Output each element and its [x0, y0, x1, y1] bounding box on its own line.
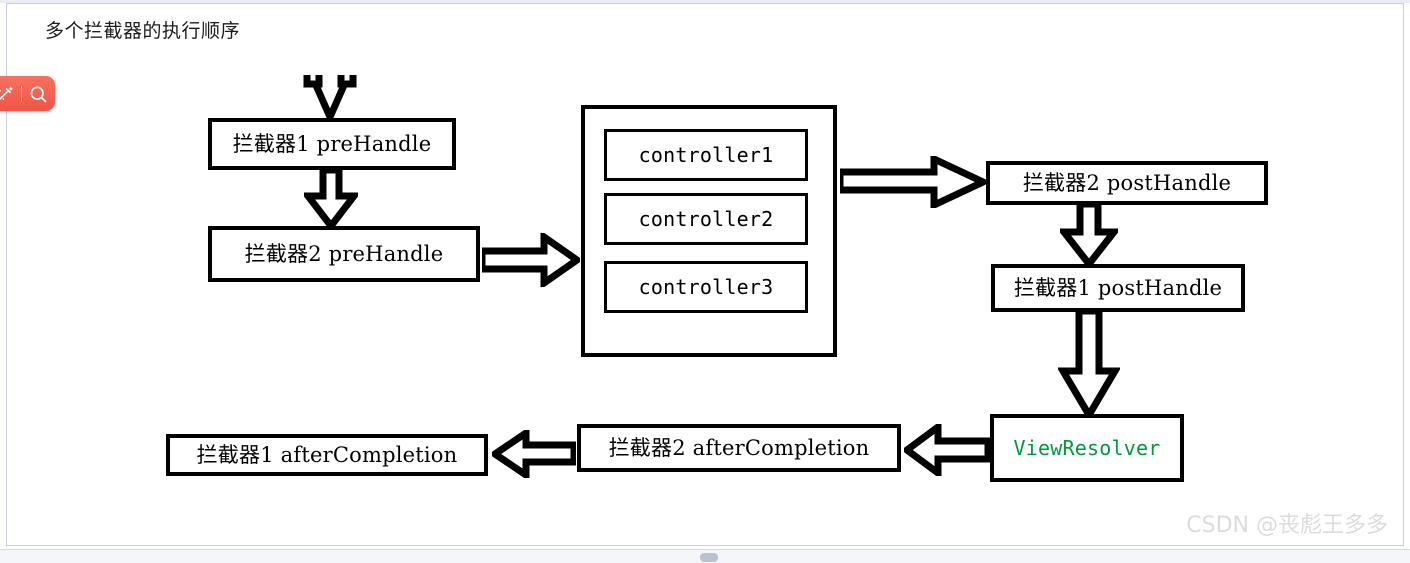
edge-post2-to-post1 — [1060, 204, 1118, 266]
node-pre1-label: 拦截器1 preHandle — [232, 131, 432, 156]
node-pre2-label: 拦截器2 preHandle — [244, 241, 444, 266]
node-viewresolver[interactable]: ViewResolver — [990, 414, 1184, 482]
node-controller2-label: controller2 — [638, 207, 774, 231]
edge-post1-to-viewresolver — [1058, 311, 1120, 417]
node-pre1[interactable]: 拦截器1 preHandle — [208, 118, 456, 170]
horizontal-scrollbar-track[interactable] — [0, 549, 1410, 563]
node-after2-label: 拦截器2 afterCompletion — [608, 435, 870, 460]
node-post2[interactable]: 拦截器2 postHandle — [986, 161, 1268, 205]
node-controller2[interactable]: controller2 — [604, 193, 808, 245]
node-controller1-label: controller1 — [638, 143, 774, 167]
floating-assistant-widget[interactable] — [0, 76, 55, 111]
horizontal-scrollbar-thumb[interactable] — [700, 553, 718, 562]
node-controller3[interactable]: controller3 — [604, 261, 808, 313]
node-controller3-label: controller3 — [638, 275, 774, 299]
node-after1[interactable]: 拦截器1 afterCompletion — [166, 434, 488, 476]
search-icon[interactable] — [27, 83, 49, 105]
node-post1[interactable]: 拦截器1 postHandle — [991, 264, 1245, 312]
edge-entry-to-pre1 — [303, 72, 357, 120]
edge-after2-to-after1 — [492, 430, 576, 478]
page-title: 多个拦截器的执行顺序 — [45, 20, 241, 42]
node-post1-label: 拦截器1 postHandle — [1013, 275, 1223, 300]
node-after1-label: 拦截器1 afterCompletion — [196, 442, 458, 467]
edge-pre1-to-pre2 — [304, 170, 358, 228]
edge-pre2-to-controller — [482, 233, 580, 287]
magic-wand-icon[interactable] — [0, 83, 16, 105]
csdn-watermark: CSDN @丧彪王多多 — [1186, 513, 1388, 538]
node-post2-label: 拦截器2 postHandle — [1022, 170, 1232, 195]
node-after2[interactable]: 拦截器2 afterCompletion — [577, 424, 901, 472]
node-pre2[interactable]: 拦截器2 preHandle — [208, 226, 480, 282]
window-top-edge — [0, 0, 1410, 3]
node-controller1[interactable]: controller1 — [604, 129, 808, 181]
node-viewresolver-label: ViewResolver — [1013, 436, 1161, 460]
widget-divider — [21, 85, 22, 102]
edge-controller-to-post2 — [840, 156, 986, 208]
edge-viewresolver-to-after2 — [904, 424, 990, 476]
